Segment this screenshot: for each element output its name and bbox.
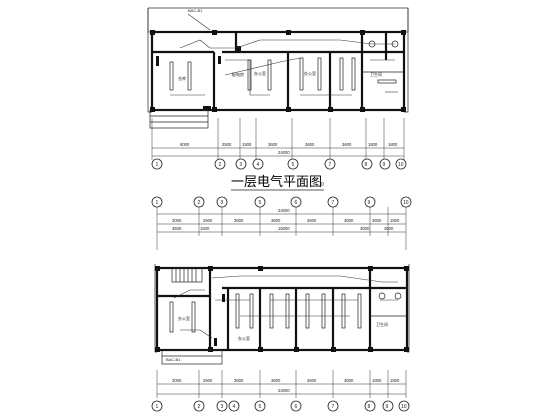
svg-text:1: 1 [156, 200, 159, 206]
callout-label: BAC-B1 [188, 8, 203, 13]
svg-text:5: 5 [259, 404, 262, 410]
svg-text:4: 4 [257, 162, 260, 168]
svg-text:3: 3 [221, 404, 224, 410]
lower-plan-outer-wall [155, 266, 409, 352]
lower-floor-plan: 1 2 3 5 6 7 9 10 24000 3000 2500 3 6 [151, 196, 412, 412]
svg-text:3600: 3600 [271, 378, 281, 383]
svg-text:3600: 3600 [307, 378, 317, 383]
room-label: 配电房 [232, 71, 244, 77]
upper-floor-plan: 仓库 办公室 办公室 卫生间 配电房 BAC-B1 6000 2500 1500… [147, 7, 409, 170]
drawing-title: 一层电气平面图 0 [231, 174, 324, 191]
distribution-box [214, 338, 217, 346]
svg-text:6000: 6000 [180, 142, 190, 147]
svg-text:24000: 24000 [278, 388, 290, 393]
svg-text:1500: 1500 [242, 142, 252, 147]
svg-text:7: 7 [332, 404, 335, 410]
svg-text:3600: 3600 [271, 218, 281, 223]
svg-text:8: 8 [365, 162, 368, 168]
lower-bottom-axis-bubbles: 1 2 3 4 5 6 7 8 9 10 [151, 400, 410, 412]
room-label: 卫生间 [376, 321, 388, 327]
svg-text:2500: 2500 [203, 378, 213, 383]
drawing-title-suffix: 0 [321, 182, 324, 188]
upper-light-fixtures [169, 40, 399, 91]
svg-text:1800: 1800 [390, 378, 400, 383]
svg-text:3: 3 [221, 200, 224, 206]
svg-text:3000: 3000 [172, 218, 182, 223]
svg-text:3600: 3600 [372, 218, 382, 223]
svg-text:2: 2 [198, 404, 201, 410]
svg-text:2500: 2500 [222, 142, 232, 147]
callout-label: BAC-B1 [166, 357, 181, 362]
svg-text:3000: 3000 [172, 378, 182, 383]
lower-bottom-dimension-lines: 3000 2500 3600 3600 3600 3600 1800 1800 … [156, 370, 407, 398]
room-label: 卫生间 [370, 71, 382, 77]
svg-text:24000: 24000 [278, 150, 290, 155]
svg-text:3600: 3600 [384, 226, 394, 231]
svg-text:6: 6 [295, 200, 298, 206]
upper-plan-frame-band [147, 7, 409, 33]
drawing-title-text: 一层电气平面图 [231, 174, 322, 190]
svg-text:3600: 3600 [234, 218, 244, 223]
upper-wiring [170, 39, 398, 96]
svg-text:7: 7 [332, 200, 335, 206]
svg-text:1: 1 [156, 404, 159, 410]
svg-text:10: 10 [403, 200, 409, 206]
svg-text:2: 2 [219, 162, 222, 168]
room-label: 办公室 [238, 335, 250, 341]
svg-text:3600: 3600 [344, 218, 354, 223]
svg-text:7: 7 [329, 162, 332, 168]
svg-text:9: 9 [386, 404, 389, 410]
svg-text:6: 6 [295, 404, 298, 410]
svg-text:1800: 1800 [372, 378, 382, 383]
upper-axis-bubbles: 1 2 3 4 5 7 8 9 10 [151, 158, 407, 170]
entrance-platform [161, 349, 223, 365]
svg-text:3600: 3600 [307, 218, 317, 223]
svg-text:1500: 1500 [200, 226, 210, 231]
svg-text:1800: 1800 [368, 142, 378, 147]
svg-text:9: 9 [383, 162, 386, 168]
room-label: 办公室 [304, 70, 316, 76]
svg-text:3600: 3600 [344, 378, 354, 383]
lower-top-dimension-lines: 24000 3000 2500 3600 3600 3600 3600 3600… [156, 207, 407, 250]
upper-dimension-lines: 6000 2500 1500 3600 3600 3600 1800 1800 … [151, 118, 405, 160]
distribution-box [203, 106, 211, 109]
svg-text:3600: 3600 [360, 226, 370, 231]
svg-text:10: 10 [398, 162, 404, 168]
lower-top-axis-bubbles: 1 2 3 5 6 7 9 10 [151, 196, 412, 208]
svg-text:3500: 3500 [172, 226, 182, 231]
svg-text:10: 10 [401, 404, 407, 410]
svg-text:5: 5 [259, 200, 262, 206]
stair [171, 267, 203, 283]
svg-text:24000: 24000 [278, 208, 290, 213]
lower-wiring [173, 275, 398, 339]
entrance-platform [149, 109, 209, 129]
svg-text:15000: 15000 [278, 226, 290, 231]
svg-text:1800: 1800 [388, 142, 398, 147]
svg-text:2500: 2500 [203, 218, 213, 223]
room-label: 办公室 [178, 315, 190, 321]
svg-text:1800: 1800 [390, 218, 400, 223]
svg-text:5: 5 [292, 162, 295, 168]
room-label: 办公室 [254, 70, 266, 76]
room-label: 仓库 [178, 75, 186, 81]
svg-text:3: 3 [240, 162, 243, 168]
lower-light-fixtures [169, 292, 402, 333]
svg-text:9: 9 [368, 200, 371, 206]
svg-text:8: 8 [368, 404, 371, 410]
svg-text:3600: 3600 [234, 378, 244, 383]
svg-text:1: 1 [156, 162, 159, 168]
svg-text:3600: 3600 [305, 142, 315, 147]
svg-text:4: 4 [233, 404, 236, 410]
svg-text:3600: 3600 [268, 142, 278, 147]
upper-plan-outer-wall [150, 30, 406, 112]
svg-text:2: 2 [198, 200, 201, 206]
svg-text:3600: 3600 [342, 142, 352, 147]
